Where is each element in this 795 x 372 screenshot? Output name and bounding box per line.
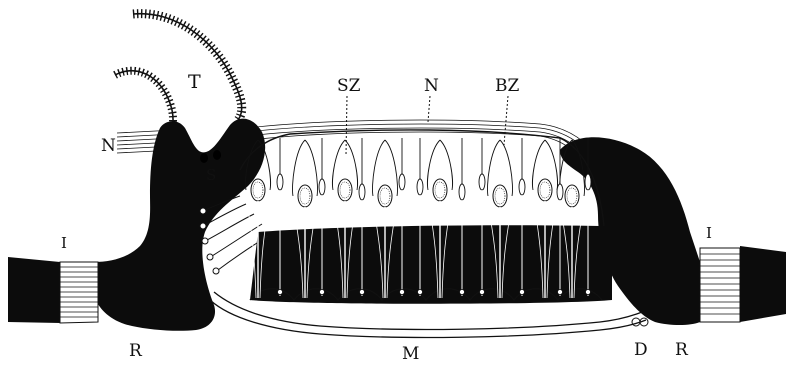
tentacle-large <box>133 14 242 120</box>
cell-foot <box>320 290 325 295</box>
cell-foot <box>278 290 283 295</box>
cell-foot <box>520 290 525 295</box>
cell-nucleus-small <box>359 184 365 200</box>
label-m: M <box>402 346 419 363</box>
label-tentacle: T <box>188 73 201 92</box>
cell-nucleus-small <box>519 179 525 195</box>
cell-nucleus-small <box>459 184 465 200</box>
tentacle-rings-small <box>115 71 173 132</box>
label-s: S <box>206 168 216 183</box>
cell-foot <box>400 290 405 295</box>
leader-lines <box>346 96 508 155</box>
s-organ-dot <box>213 150 221 160</box>
cell-nucleus-small <box>417 179 423 195</box>
band-left <box>8 257 98 323</box>
label-i-right: I <box>706 226 712 241</box>
d-structure <box>632 318 648 326</box>
cell-foot <box>418 290 423 295</box>
label-nerve-left: N <box>101 138 116 155</box>
cell-nucleus-small <box>277 174 283 190</box>
nerve-layer-top <box>230 120 606 178</box>
cell-foot <box>460 290 465 295</box>
label-i-left: I <box>61 236 67 251</box>
band-right <box>700 246 786 322</box>
label-sz: SZ <box>337 78 360 95</box>
s-organ-dot <box>200 153 208 163</box>
tissue-mass-left <box>94 119 265 331</box>
label-r-left: R <box>129 343 142 360</box>
cell-nucleus-small <box>479 174 485 190</box>
cell-nucleus-small <box>319 179 325 195</box>
label-r-right: R <box>675 342 688 359</box>
tentacle-rings-large <box>133 14 242 120</box>
cell-foot <box>586 290 591 295</box>
tentacle-small <box>115 71 173 132</box>
cell-foot <box>480 290 485 295</box>
label-nerve-top: N <box>424 78 439 95</box>
cell-nucleus-small <box>557 184 563 200</box>
label-d: D <box>634 342 648 359</box>
label-bz: BZ <box>495 78 519 95</box>
cell-nucleus-small <box>399 174 405 190</box>
cell-nucleus-small <box>585 174 591 190</box>
cell-foot <box>558 290 563 295</box>
cell-foot <box>360 290 365 295</box>
